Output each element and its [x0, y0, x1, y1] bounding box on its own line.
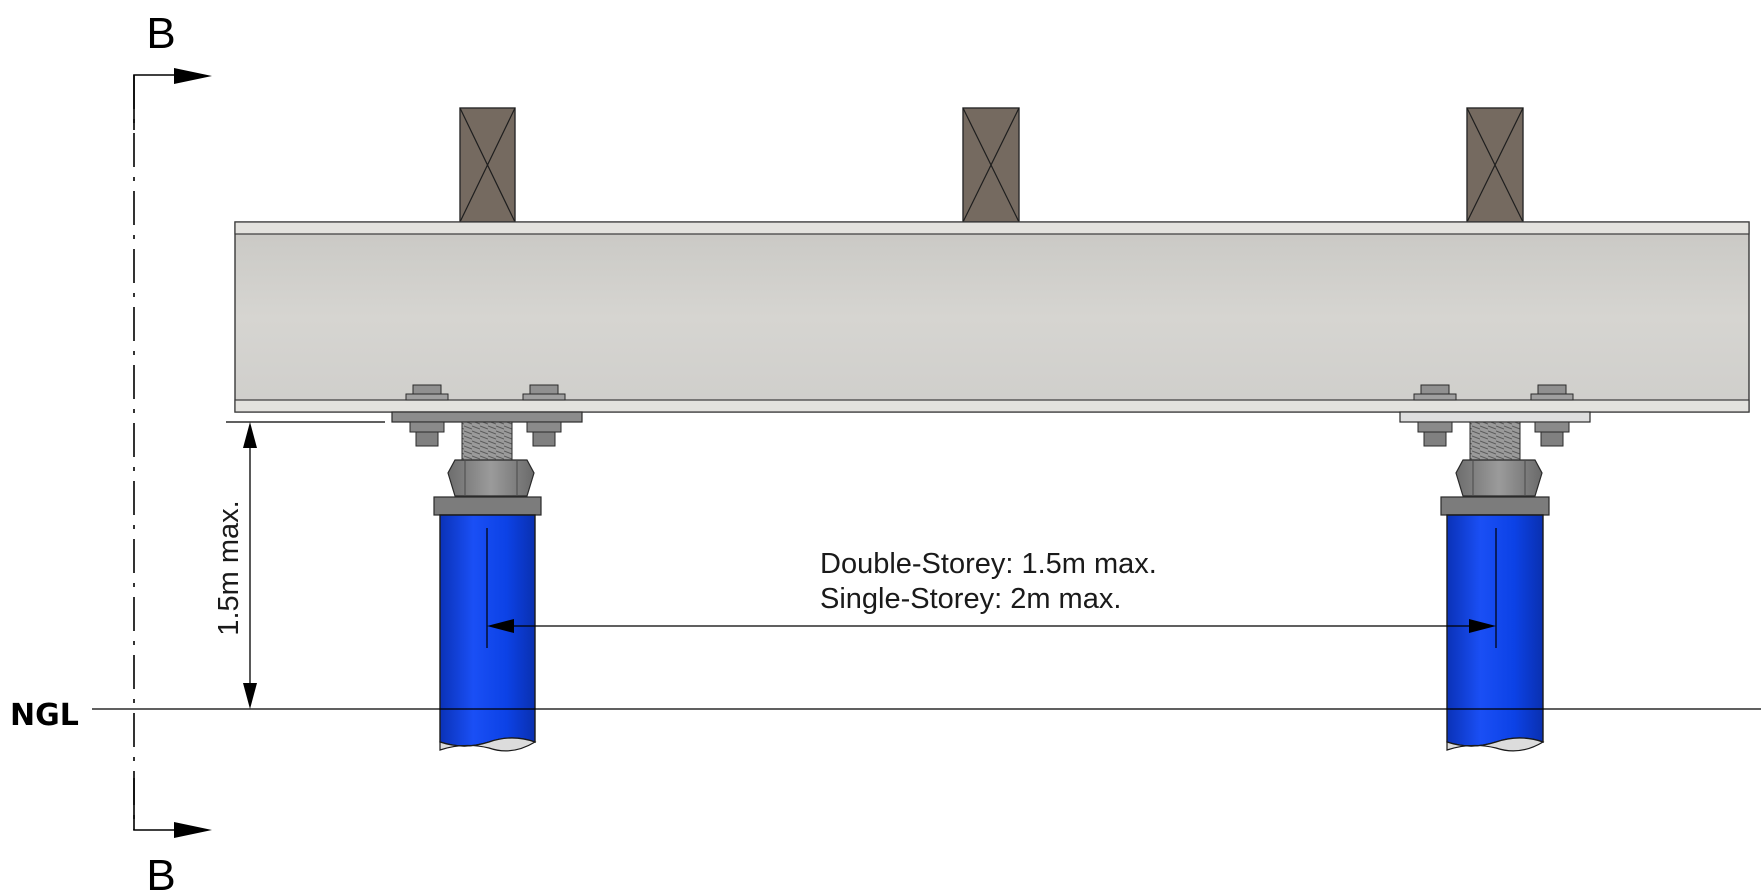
bolt-right-2	[1530, 384, 1574, 447]
adjustment-nut-left	[447, 459, 535, 497]
section-label-bottom: B	[146, 851, 175, 896]
section-cut-line: B B	[133, 9, 212, 896]
beam-bottom-flange	[234, 399, 1750, 413]
joist-left	[459, 107, 516, 223]
bolt-left-1	[405, 384, 449, 447]
threaded-rod-right	[1469, 421, 1521, 461]
span-arrow-left	[487, 619, 514, 633]
ngl-label: NGL	[10, 698, 79, 733]
section-bottom-arrowhead	[174, 822, 212, 838]
pier-right	[1446, 514, 1545, 752]
height-arrow-bottom	[243, 683, 257, 709]
floor-joists	[459, 107, 1524, 223]
bracket-right	[1399, 384, 1591, 516]
pier-cap-left	[433, 496, 542, 516]
height-arrow-top	[243, 422, 257, 448]
steel-beam	[234, 221, 1750, 413]
cap-plate-left	[391, 411, 583, 423]
height-dimension: 1.5m max.	[213, 421, 385, 709]
section-label-top: B	[146, 9, 175, 58]
span-label-double-storey: Double-Storey: 1.5m max.	[820, 548, 1157, 580]
bracket-left	[391, 384, 583, 516]
pier-right-cut-end	[1446, 737, 1545, 752]
section-top-arrow-line	[133, 74, 190, 130]
section-top-arrowhead	[174, 68, 212, 84]
span-arrow-right	[1469, 619, 1496, 633]
pier-cap-right	[1440, 496, 1550, 516]
span-dimension: Double-Storey: 1.5m max. Single-Storey: …	[486, 528, 1497, 648]
cap-plate-right	[1399, 411, 1591, 423]
height-dimension-label: 1.5m max.	[213, 500, 245, 635]
joist-right	[1466, 107, 1524, 223]
adjustment-nut-right	[1455, 459, 1543, 497]
joist-middle	[962, 107, 1020, 223]
beam-top-flange	[234, 221, 1750, 235]
ground-level: NGL	[10, 698, 1761, 733]
pier-left-cut-end	[439, 737, 537, 752]
threaded-rod-left	[461, 421, 513, 461]
section-bottom-arrow-line	[133, 778, 190, 831]
bolt-left-2	[522, 384, 566, 447]
span-label-single-storey: Single-Storey: 2m max.	[820, 583, 1121, 615]
bolt-right-1	[1413, 384, 1457, 447]
